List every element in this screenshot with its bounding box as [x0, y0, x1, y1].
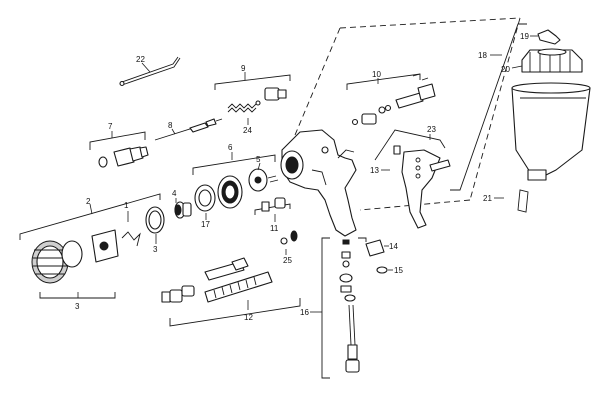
callout-16: 16	[300, 308, 309, 317]
callout-17: 17	[201, 220, 210, 229]
cup-group	[450, 23, 591, 213]
gun-body	[280, 129, 357, 237]
callout-13: 13	[370, 166, 379, 175]
part-10-group	[346, 73, 436, 126]
part-7-group	[89, 131, 149, 168]
callout-3b: 3	[75, 302, 80, 311]
callout-4: 4	[172, 189, 177, 198]
callout-3a: 3	[153, 245, 158, 254]
callout-8: 8	[168, 121, 173, 130]
callout-22: 22	[136, 55, 145, 64]
callout-5: 5	[256, 155, 261, 164]
callout-24: 24	[243, 126, 252, 135]
part-9-group	[214, 72, 291, 125]
part-8-needle	[154, 118, 223, 141]
callout-2: 2	[86, 197, 91, 206]
callout-12: 12	[244, 313, 253, 322]
callout-18: 18	[478, 51, 487, 60]
part-6-group	[192, 152, 276, 220]
callout-19: 19	[520, 32, 529, 41]
part-12-group	[161, 230, 301, 327]
callout-9: 9	[241, 64, 246, 73]
callout-21: 21	[483, 194, 492, 203]
callout-20: 20	[501, 65, 510, 74]
part-4-group	[174, 198, 192, 219]
part-16-group	[310, 237, 393, 379]
callout-labels: 1 2 3 3 4 5 6 7 8 9 10 11 12 13 14 15 16…	[75, 32, 529, 322]
callout-7: 7	[108, 122, 113, 131]
callout-11: 11	[270, 224, 279, 233]
part-11-group	[254, 175, 291, 222]
part-23-trigger	[374, 129, 451, 229]
callout-25: 25	[283, 256, 292, 265]
part-22-rod	[119, 56, 181, 87]
callout-10: 10	[372, 70, 381, 79]
callout-15: 15	[394, 266, 403, 275]
callout-6: 6	[228, 143, 233, 152]
part-2-group	[19, 193, 165, 299]
callout-1: 1	[124, 201, 129, 210]
callout-23: 23	[427, 125, 436, 134]
callout-14: 14	[389, 242, 398, 251]
